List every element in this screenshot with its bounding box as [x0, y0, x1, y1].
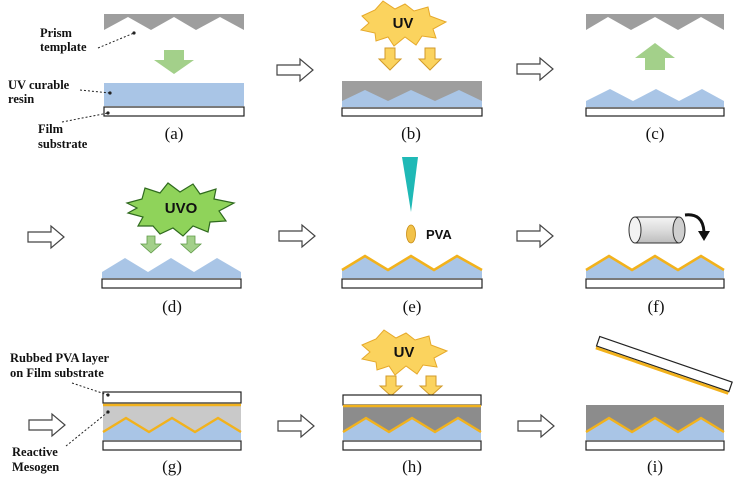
- uv-arrow-h-right: [418, 375, 444, 397]
- rubbed-pva-film-top: [102, 391, 242, 404]
- caption-d: (d): [162, 297, 182, 316]
- green-arrow-d-right: [179, 235, 203, 254]
- rotation-arrowhead: [698, 231, 710, 241]
- uvo-label: UVO: [165, 200, 198, 217]
- pva-droplet: [406, 224, 416, 244]
- pva-coating-i: [585, 416, 725, 434]
- label-rm-line1: Reactive: [12, 445, 58, 459]
- label-prism-line2: template: [40, 40, 87, 54]
- label-resin-line2: resin: [8, 92, 34, 106]
- panel-g: (g): [102, 391, 242, 476]
- panel-e: PVA (e): [341, 157, 483, 316]
- green-down-arrow: [154, 50, 194, 74]
- caption-h: (h): [402, 457, 422, 476]
- film-substrate-h: [342, 440, 482, 451]
- step-arrow-5: [516, 223, 554, 249]
- caption-b: (b): [401, 124, 421, 143]
- uv-burst: [359, 0, 448, 47]
- green-up-arrow: [635, 43, 675, 70]
- panel-b: UV (b): [341, 0, 483, 143]
- uv-burst-h: [360, 329, 449, 376]
- label-rubbed-pva: Rubbed PVA layer on Film substrate: [10, 351, 110, 397]
- resin-prisms-g: [103, 418, 241, 440]
- panel-a: (a): [103, 14, 245, 143]
- label-prism-line1: Prism: [40, 26, 73, 40]
- resin-prisms-h: [343, 418, 481, 440]
- caption-f: (f): [648, 297, 665, 316]
- film-substrate-i: [585, 440, 725, 451]
- resin-prisms-c: [586, 89, 724, 107]
- green-arrow-d-left: [139, 235, 163, 254]
- step-arrow-3: [27, 224, 65, 250]
- resin-prisms-b: [342, 90, 482, 107]
- label-resin-line1: UV curable: [8, 78, 70, 92]
- caption-c: (c): [646, 124, 665, 143]
- pva-coating-g: [102, 416, 242, 434]
- step-arrow-4: [278, 223, 316, 249]
- step-arrow-7: [277, 413, 315, 439]
- label-rubbed-line1: Rubbed PVA layer: [10, 351, 110, 365]
- uv-arrow-left: [377, 47, 403, 71]
- film-substrate-g: [102, 440, 242, 451]
- prism-template: [104, 14, 244, 30]
- label-film-substrate: Film substrate: [38, 111, 110, 151]
- film-substrate-e: [341, 278, 483, 289]
- uv-arrow-right: [417, 47, 443, 71]
- panel-c: (c): [585, 14, 725, 143]
- resin-prisms-d: [102, 258, 241, 278]
- peeled-film: [595, 335, 733, 395]
- panel-f: (f): [585, 213, 725, 316]
- uvo-burst: [125, 182, 236, 237]
- caption-g: (g): [162, 457, 182, 476]
- panel-i: (i): [585, 335, 733, 476]
- label-film-line2: substrate: [38, 137, 88, 151]
- step-arrow-2: [516, 56, 554, 82]
- rubbed-pva-film-top-h: [342, 394, 482, 406]
- label-rm-line2: Mesogen: [12, 460, 59, 474]
- uv-curable-resin: [104, 83, 244, 106]
- resin-prisms-e: [342, 256, 482, 278]
- pva-coating-e: [341, 254, 483, 272]
- label-reactive-mesogen: Reactive Mesogen: [12, 410, 110, 474]
- film-substrate-f: [585, 278, 725, 289]
- uv-label-b: UV: [393, 15, 414, 32]
- resin-prisms-i: [586, 418, 724, 440]
- prism-template-c: [586, 14, 724, 30]
- film-substrate-d: [101, 278, 242, 289]
- uv-label-h: UV: [394, 344, 415, 361]
- pva-coating-f: [585, 254, 725, 272]
- rubbing-roller: [628, 216, 686, 244]
- label-prism-template: Prism template: [40, 26, 136, 54]
- caption-a: (a): [165, 124, 184, 143]
- label-film-line1: Film: [38, 122, 64, 136]
- caption-e: (e): [403, 297, 422, 316]
- film-substrate-c: [585, 107, 725, 117]
- panel-d: UVO (d): [101, 182, 242, 316]
- film-substrate: [103, 106, 245, 117]
- step-arrow-6: [28, 412, 66, 438]
- label-rubbed-line2: on Film substrate: [10, 366, 104, 380]
- nozzle: [402, 157, 418, 212]
- pva-label: PVA: [426, 227, 452, 242]
- caption-i: (i): [647, 457, 663, 476]
- film-substrate-b: [341, 107, 483, 117]
- pva-coating-h: [342, 416, 482, 434]
- panel-h: UV (h): [342, 329, 482, 476]
- rotation-arrow-icon: [684, 213, 706, 233]
- step-arrow-1: [276, 57, 314, 83]
- label-uv-curable-resin: UV curable resin: [8, 78, 112, 106]
- resin-prisms-f: [586, 256, 724, 278]
- uv-arrow-h-left: [378, 375, 404, 397]
- step-arrow-8: [517, 413, 555, 439]
